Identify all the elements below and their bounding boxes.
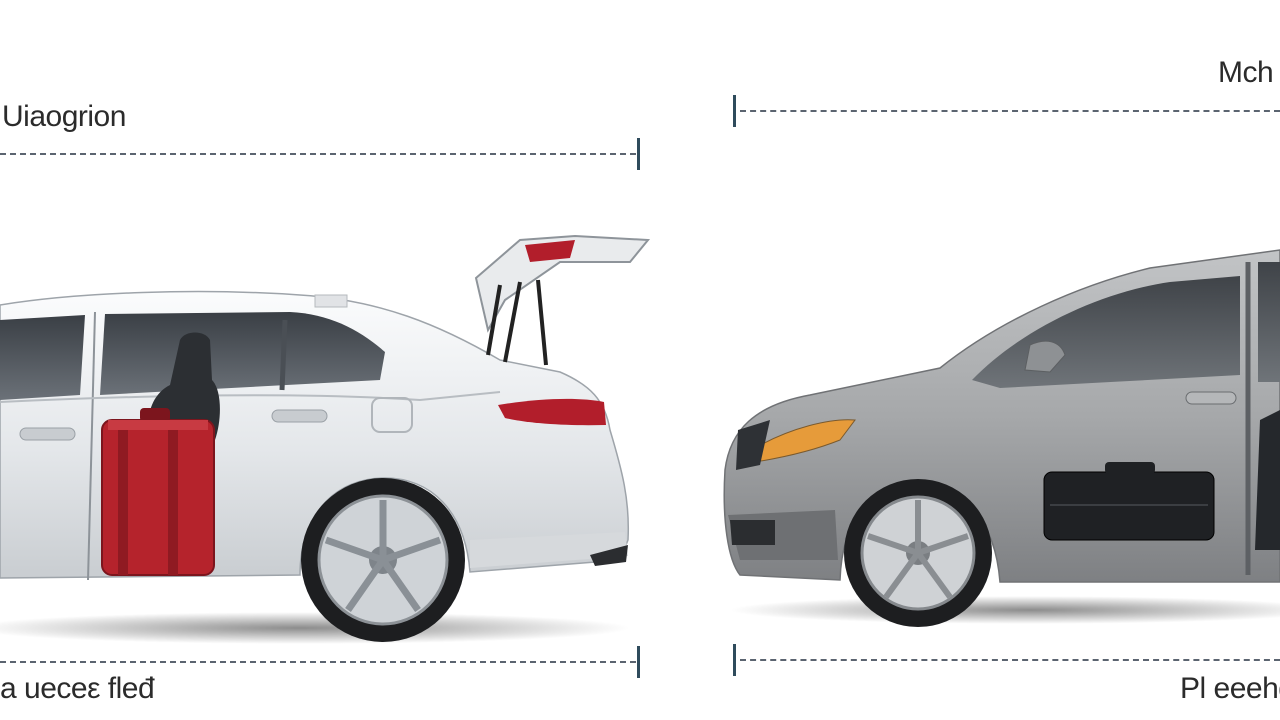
door-handle-front: [271, 409, 328, 423]
dimension-line-bottom-left: [0, 661, 636, 663]
sedan-side-window: [100, 312, 385, 395]
black-case: [1043, 462, 1215, 541]
bottom-left-label: a ueceε fleđ: [0, 672, 155, 705]
minivan-illustration: [700, 0, 1280, 720]
sedan-rear-window: [0, 315, 85, 400]
dimension-tick-bottom-left: [637, 646, 640, 678]
dimension-tick-top-left: [637, 138, 640, 170]
sedan-wheel: [301, 478, 465, 642]
top-left-label: Uiaogrion: [2, 100, 126, 133]
door-handle-rear: [19, 427, 76, 441]
sedan-taillight: [498, 398, 606, 426]
bottom-right-label: Pl eeehd: [1180, 672, 1280, 705]
minivan-rear-window: [1258, 262, 1280, 382]
dimension-tick-bottom-right: [733, 644, 736, 676]
minivan-wheel: [844, 479, 992, 627]
sedan-shadow: [0, 612, 630, 644]
dimension-line-top-right: [740, 110, 1280, 112]
dimension-tick-top-right: [733, 95, 736, 127]
minivan-shadow: [730, 596, 1280, 624]
sedan-illustration: [0, 234, 651, 644]
red-suitcase: [101, 408, 215, 576]
minivan-door-handle: [1185, 391, 1237, 405]
top-right-label: Mch: [1218, 56, 1274, 89]
dimension-line-top-left: [0, 153, 636, 155]
minivan-headlight: [754, 419, 856, 463]
dimension-line-bottom-right: [740, 659, 1280, 661]
